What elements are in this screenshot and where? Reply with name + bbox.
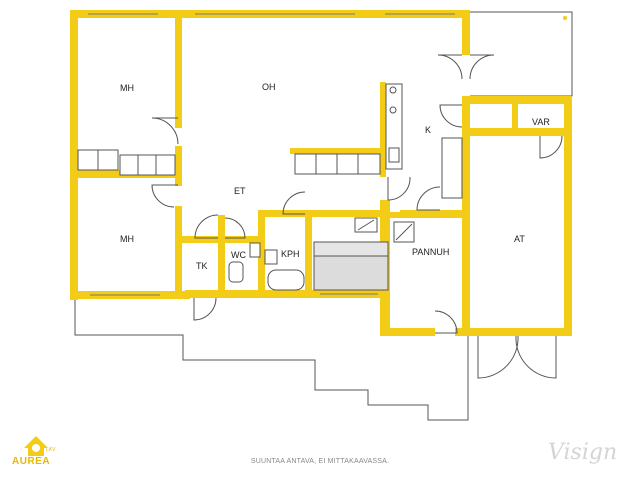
room-label-at: AT [514,234,525,244]
brand-sub: LKV [46,447,56,453]
doors [151,54,563,379]
room-label-mh-top: MH [120,83,134,93]
balcony-outline [470,11,573,97]
disclaimer-note: SUUNTAA ANTAVA, EI MITTAKAAVASSA. [250,458,390,465]
room-label-kph: KPH [281,249,300,259]
brand-name: AUREA [12,456,51,467]
room-label-wc: WC [231,250,246,260]
room-label-pannuh: PANNUH [412,247,449,257]
cabinets [77,83,463,199]
room-label-k: K [425,125,431,135]
terrace-outline [74,295,469,421]
room-label-mh-bottom: MH [120,234,134,244]
room-label-et: ET [234,186,246,196]
room-label-tk: TK [196,261,208,271]
aurea-logo-icon [24,436,48,456]
balcony-marker [563,16,567,20]
windows [88,13,455,296]
room-label-oh: OH [262,82,276,92]
watermark: Visign [548,440,618,465]
room-label-var: VAR [532,117,550,127]
bath-fixtures [228,86,415,291]
